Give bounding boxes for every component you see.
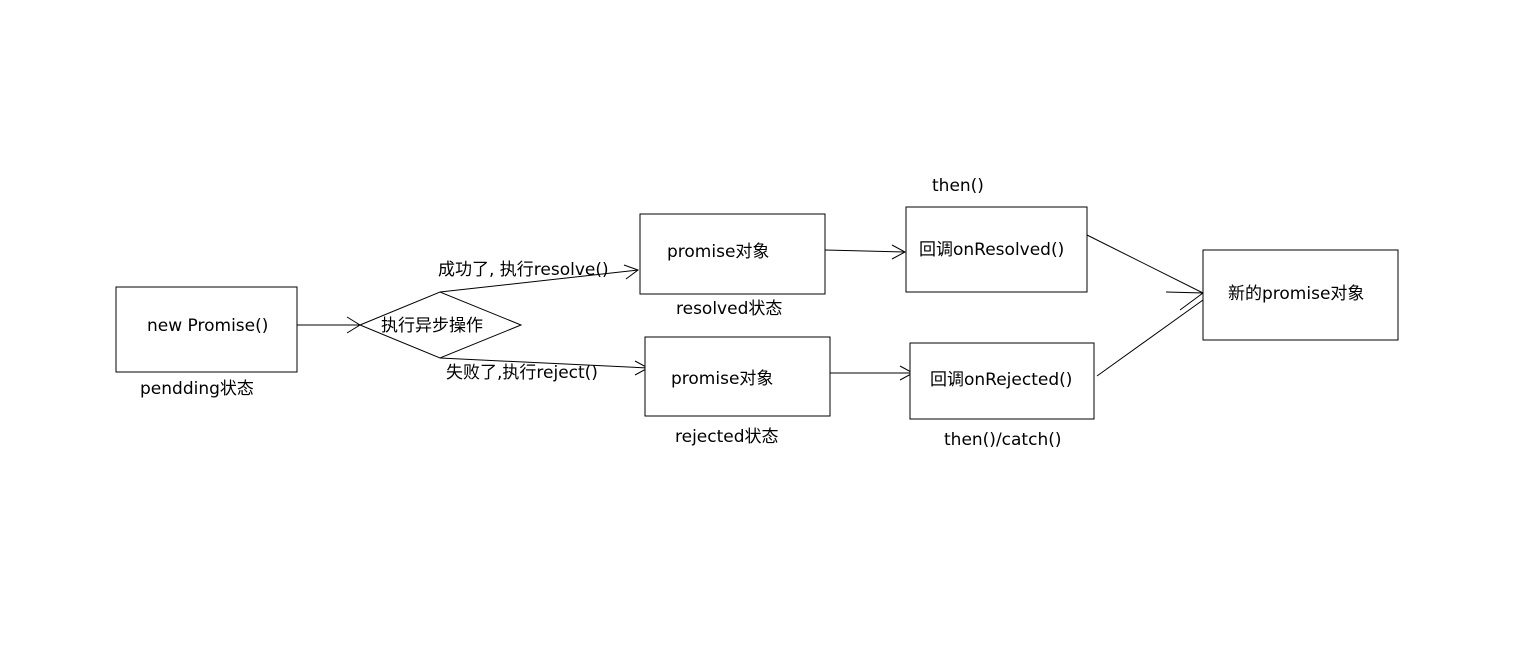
promise-rejected-label: promise对象 [671,369,773,389]
resolved-state-label: resolved状态 [676,299,782,319]
edge-failure [439,357,649,369]
promise-resolved-box [639,213,826,295]
edge-success-arrowhead [623,264,640,280]
edge-onresolved-to-new-promise [1086,234,1204,294]
failure-edge-label: 失败了,执行reject() [446,363,598,383]
async-operation-label: 执行异步操作 [381,316,483,336]
async-operation-diamond [358,291,523,359]
new-promise-label: new Promise() [147,316,268,336]
then-catch-label: then()/catch() [944,430,1061,450]
on-resolved-label: 回调onResolved() [919,240,1064,260]
on-rejected-label: 回调onRejected() [930,370,1072,390]
promise-resolved-label: promise对象 [667,242,769,262]
on-resolved-box [905,206,1088,293]
edge-resolved-arrowhead [891,244,907,260]
on-rejected-box [909,342,1095,420]
edge-merge-arrowhead [1165,291,1205,311]
edge-onrejected-to-new-promise [1096,299,1204,377]
new-promise-object-label: 新的promise对象 [1228,284,1364,304]
rejected-state-label: rejected状态 [675,427,779,447]
promise-rejected-box [644,336,831,417]
new-promise-object-box [1202,249,1399,341]
then-label: then() [932,176,984,196]
edge-resolved-to-callback [824,249,906,253]
edge-success [439,269,639,293]
new-promise-box [115,286,298,373]
pending-state-label: pendding状态 [140,379,254,399]
success-edge-label: 成功了, 执行resolve() [438,260,609,280]
